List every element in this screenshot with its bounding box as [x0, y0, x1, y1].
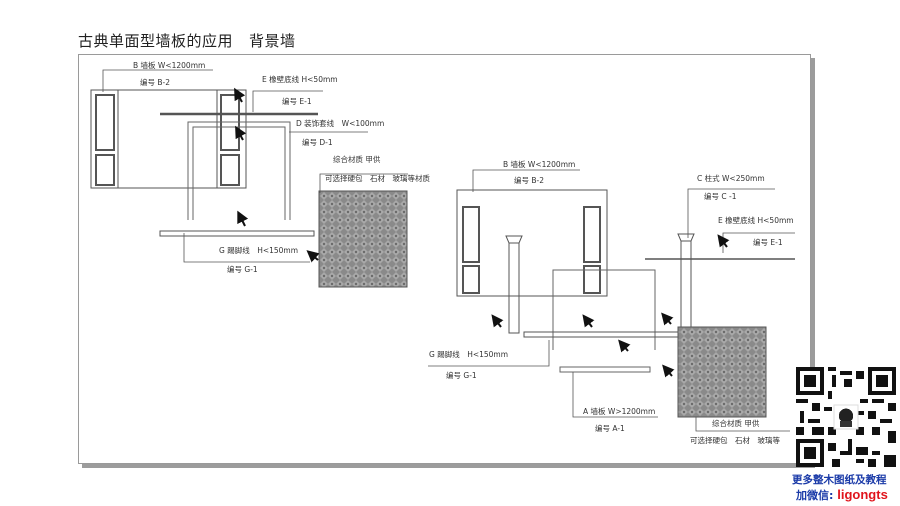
page-title: 古典单面型墙板的应用背景墙: [78, 30, 296, 51]
left-label-b-code: 编号 B-2: [140, 78, 171, 87]
promo-text-line2: 加微信: ligongts: [796, 487, 888, 503]
left-leader-lines: [102, 69, 408, 263]
right-arrows: [491, 234, 730, 378]
right-label-material: 综合材质 甲供: [712, 419, 760, 428]
right-label-a-code: 编号 A-1: [595, 424, 625, 433]
right-wall-panel-b: [456, 189, 608, 297]
right-label-material-options: 可选择硬包 石材 玻璃等: [690, 436, 780, 445]
left-label-b-panel: B 墙板 W<1200mm: [133, 61, 206, 70]
left-label-material: 综合材质 甲供: [333, 155, 381, 164]
left-wall-panel-b: [90, 89, 247, 189]
left-label-d-trim: D 装饰套线 W<100mm: [296, 119, 385, 128]
left-label-e-code: 编号 E-1: [282, 97, 312, 106]
right-label-b-code: 编号 B-2: [514, 176, 545, 185]
left-label-material-options: 可选择硬包 石材 玻璃等材质: [325, 174, 430, 183]
left-g-skirting: [159, 230, 315, 237]
right-label-g-code: 编号 G-1: [446, 371, 477, 380]
left-label-d-code: 编号 D-1: [302, 138, 333, 147]
right-column-left: [505, 235, 523, 334]
title-main: 古典单面型墙板的应用: [78, 32, 234, 50]
promo-text-line1: 更多整木图纸及教程: [792, 474, 887, 486]
right-label-g-skirting: G 踢脚线 H<150mm: [429, 350, 509, 359]
left-label-g-skirting: G 踢脚线 H<150mm: [219, 246, 299, 255]
right-label-e-code: 编号 E-1: [753, 238, 783, 247]
right-material-swatch: [677, 326, 767, 418]
left-label-e-line: E 橡壁底线 H<50mm: [262, 75, 338, 84]
right-g-skirting: [523, 331, 685, 338]
right-label-a-panel: A 墙板 W>1200mm: [583, 407, 656, 416]
promo-wechat-prefix: 加微信:: [796, 489, 834, 502]
right-column-c: [677, 233, 695, 334]
promo-wechat-id[interactable]: ligongts: [837, 487, 888, 502]
left-arrows: [234, 87, 320, 263]
left-label-g-code: 编号 G-1: [227, 265, 258, 274]
right-label-c-code: 编号 C -1: [704, 192, 737, 201]
title-sub: 背景墙: [249, 32, 296, 50]
right-label-b-panel: B 墙板 W<1200mm: [503, 160, 576, 169]
right-wall-panel-a: [552, 269, 656, 373]
left-material-swatch: [318, 190, 408, 288]
right-label-e-line: E 橡壁底线 H<50mm: [718, 216, 794, 225]
right-label-c-column: C 柱式 W<250mm: [697, 174, 765, 183]
qr-code-image[interactable]: [796, 366, 896, 468]
